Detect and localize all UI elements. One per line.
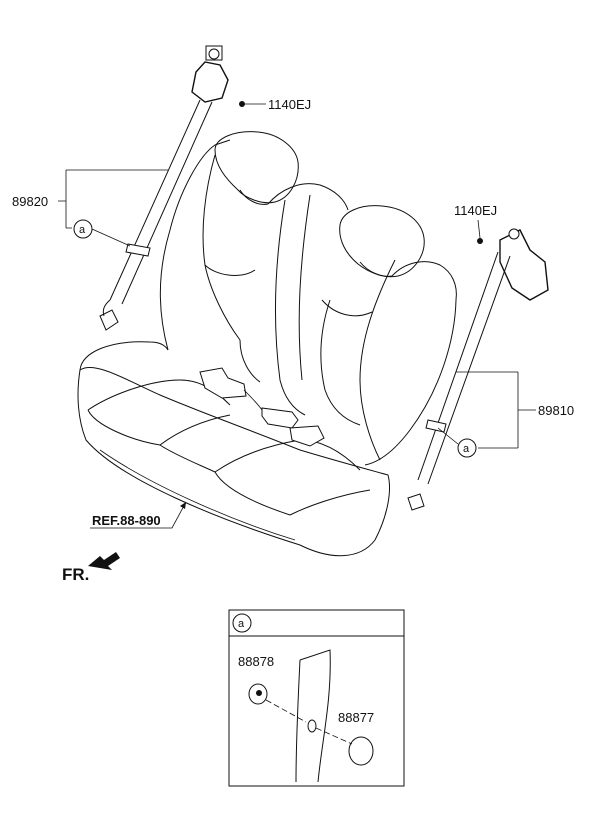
svg-text:a: a xyxy=(79,224,86,236)
bolt-right-1140ej: 1140EJ xyxy=(454,203,497,239)
svg-text:a: a xyxy=(463,443,470,455)
detail-callout-a xyxy=(232,613,252,633)
label-89820: 89820 xyxy=(12,194,48,209)
detail-box-a: a 88878 88877 xyxy=(228,609,405,787)
front-arrow-icon xyxy=(88,552,120,570)
label-ref-88-890: REF.88-890 xyxy=(92,513,161,528)
seat-belt-left-89820 xyxy=(99,45,229,331)
label-1140ej-left: 1140EJ xyxy=(268,97,311,112)
leader-89820: 89820 a xyxy=(12,169,168,247)
label-89810: 89810 xyxy=(538,403,574,418)
callout-a-right xyxy=(457,438,477,458)
label-88877: 88877 xyxy=(338,710,374,725)
bolt-left-1140ej: 1140EJ xyxy=(239,97,311,112)
reference-88-890: REF.88-890 xyxy=(90,501,187,529)
cap-88877 xyxy=(348,736,374,766)
rear-seat-assembly xyxy=(77,131,457,557)
svg-text:a: a xyxy=(238,618,245,630)
leader-89810: 89810 a xyxy=(437,371,574,458)
seat-belt-right-89810 xyxy=(407,228,549,511)
front-indicator: FR. xyxy=(62,552,120,584)
label-88878: 88878 xyxy=(238,654,274,669)
label-fr: FR. xyxy=(62,565,89,584)
label-1140ej-right: 1140EJ xyxy=(454,203,497,218)
